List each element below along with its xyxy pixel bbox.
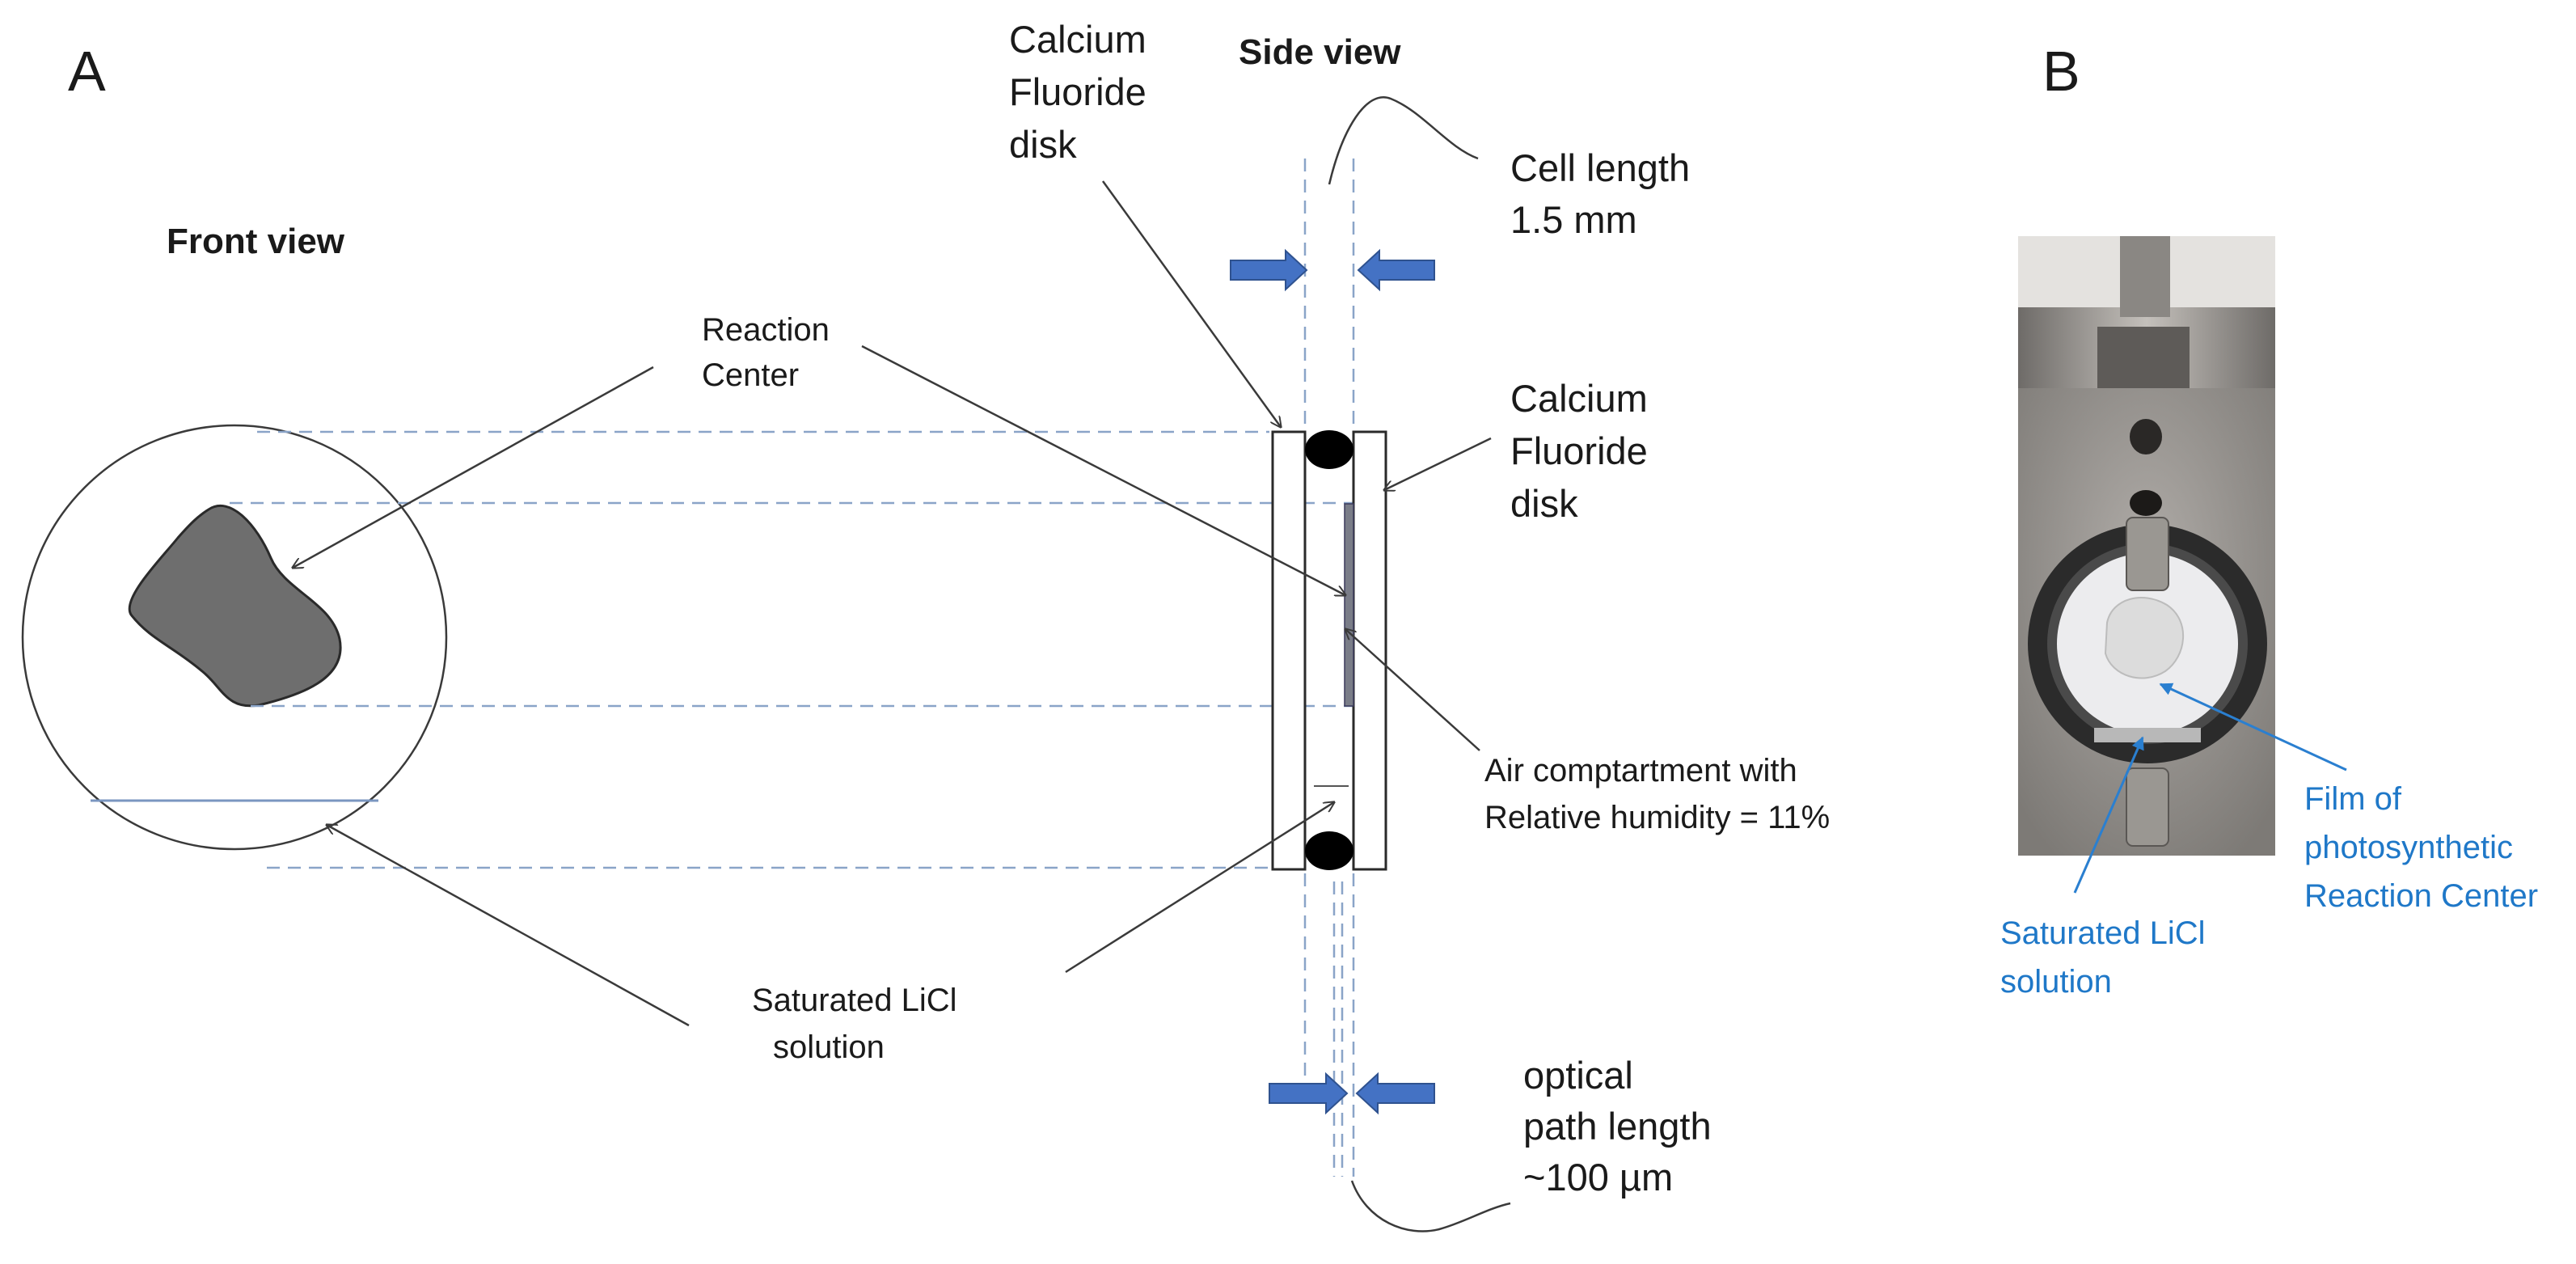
caf2-right-leader [1384,437,1492,490]
front-view [21,424,448,851]
optical-path-brace [1350,1180,1511,1232]
optical-path-label: optical path length ~100 µm [1523,1054,1712,1198]
side-view-title: Side view [1239,32,1401,72]
cell-length-arrow-right [1357,248,1435,292]
front-view-title: Front view [167,222,345,261]
caf2-disk-left [1271,430,1307,871]
air-compartment-leader [1345,629,1480,751]
reaction-center-leader-side [861,345,1345,595]
o-ring-bottom [1305,831,1353,870]
holder-hole-mid [2130,490,2162,516]
holder-hole-top [2130,419,2162,454]
film-leader [2159,683,2347,772]
cell-holder-photo [2018,236,2275,856]
rc-film-photo [2104,597,2185,679]
photo-licl-label: Saturated LiCl solution [2000,915,2206,1000]
panel-label-a: A [68,40,106,103]
leader-lines [293,180,1492,1027]
caf2-top-leader [1101,180,1281,427]
caf2-right-label: Calcium Fluoride disk [1510,377,1648,525]
licl-strip-photo [2094,728,2201,742]
cell-length-arrows [1230,248,1435,292]
licl-leader-front [327,825,690,1027]
air-compartment-label: Air comptartment with Relative humidity … [1484,753,1831,835]
reaction-center-leader-front [293,366,654,568]
caf2-top-label: Calcium Fluoride disk [1009,18,1147,166]
o-ring-top [1305,430,1353,469]
photo-film-label: Film of photosynthetic Reaction Center [2304,781,2539,914]
reaction-center-sample [128,504,342,708]
optical-path-arrows [1269,1072,1435,1115]
optical-path-arrow-right [1355,1072,1435,1115]
panel-label-b: B [2042,40,2080,103]
licl-leader-side [1065,802,1334,974]
licl-label: Saturated LiCl solution [752,983,957,1065]
cell-length-arrow-left [1230,248,1308,292]
reaction-center-label: Reaction Center [702,312,830,393]
sample-film-side [1344,503,1354,707]
holder-clip-bottom [2126,767,2169,847]
holder-clip-top [2126,517,2169,591]
cell-length-brace [1328,96,1479,185]
licl-photo-leader [2073,736,2144,894]
optical-path-arrow-left [1269,1072,1349,1115]
holder-screw [2120,236,2170,317]
photo-leaders [2073,683,2347,894]
cell-length-label: Cell length 1.5 mm [1510,146,1691,241]
holder-screw-shadow [2097,327,2190,388]
